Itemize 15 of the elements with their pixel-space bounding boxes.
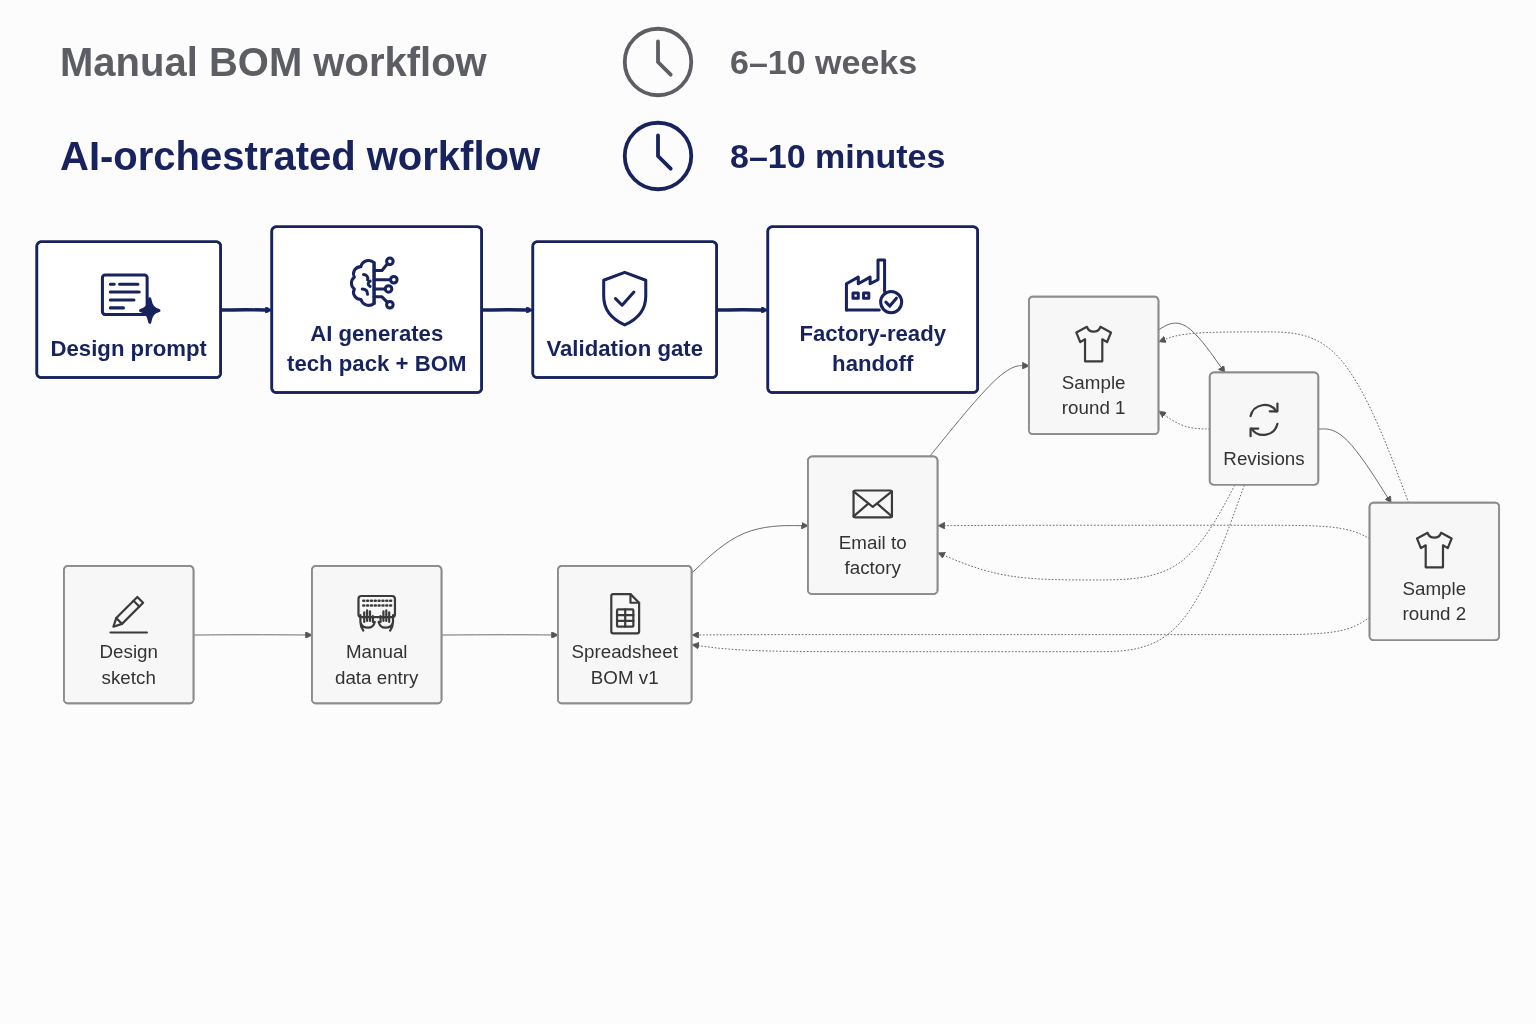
step-label: Sample round 2 — [1401, 576, 1468, 627]
step-label: Validation gate — [546, 334, 703, 364]
step-label: Factory-ready handoff — [798, 319, 948, 379]
step-label: Design sketch — [98, 639, 159, 690]
step-label: Sample round 1 — [1060, 370, 1127, 421]
duration-label: 8–10 minutes — [730, 136, 946, 176]
section-heading: Manual BOM workflow — [60, 39, 488, 85]
duration-label: 6–10 weeks — [730, 42, 918, 82]
step-label: AI generates tech pack + BOM — [286, 319, 468, 379]
section-heading: AI-orchestrated workflow — [60, 133, 542, 179]
step-label: Email to factory — [837, 530, 908, 581]
step-label: Revisions — [1223, 446, 1305, 471]
step-label: Design prompt — [50, 334, 207, 364]
step-label: Spreadsheet BOM v1 — [571, 639, 678, 690]
step-label: Manual data entry — [334, 639, 420, 690]
